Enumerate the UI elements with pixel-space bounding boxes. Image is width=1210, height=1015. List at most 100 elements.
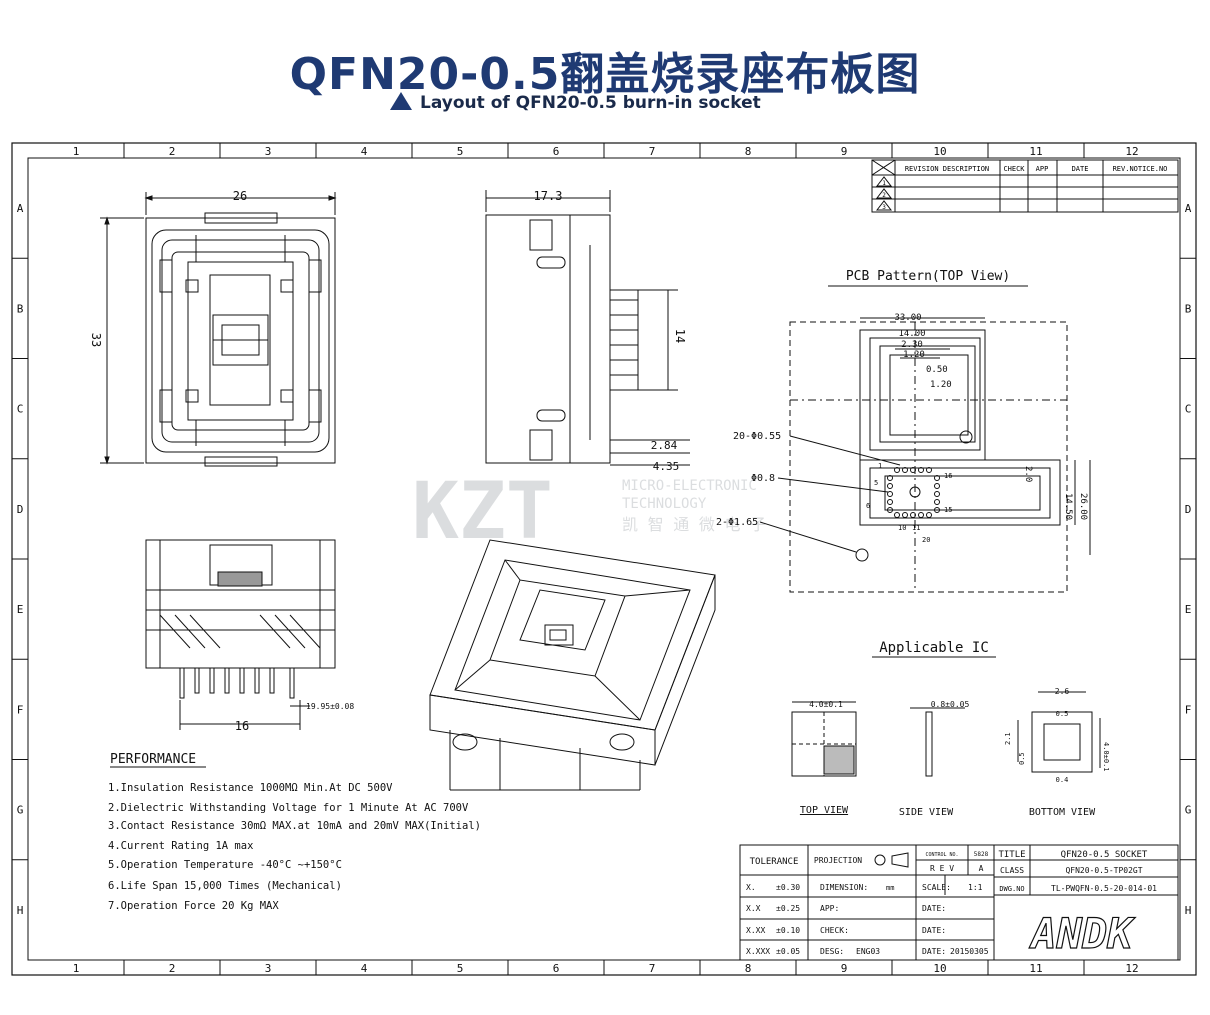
tb-tol-1-val: ±0.25 [776,904,800,913]
grid-ticks [12,143,1196,975]
grid-row-label-left: G [17,804,24,817]
pcb-dim-2: 2.30 [901,340,923,350]
tb-rev: R E V [930,864,954,873]
pcb-dim-6: 2.0 [1023,466,1033,482]
tb-projection: PROJECTION [814,856,862,865]
rev-row-2: 2 [882,192,886,199]
pcb-pin-1: 1 [878,462,882,470]
pcb-dim-3: 1.20 [903,350,925,360]
tb-control: CONTROL NO. [925,852,958,858]
ic-bottom-dim-4: 4.0±0.1 [1102,742,1110,772]
pcb-pin-15: 15 [944,506,952,514]
side-view-d1: 2.84 [651,439,678,452]
socket-top-view: 26 33 [89,189,337,467]
tb-control-code: 5828 [974,851,989,858]
pcb-dim-0: 33.00 [894,313,921,323]
tb-tol-1-label: X.X [746,904,761,913]
watermark: KZT MICRO-ELECTRONIC TECHNOLOGY 凯 智 通 微 … [412,467,766,557]
rev-header-check: CHECK [1003,165,1025,173]
page-title: QFN20-0.5翻盖烧录座布板图 [289,49,921,100]
tb-class-label: CLASS [1000,866,1024,875]
tb-app: APP: [820,904,839,913]
rev-header-date: DATE [1072,165,1089,173]
ic-bottom-dim-1: 0.5 [1056,710,1069,718]
ic-side-dim: 0.8±0.05 [931,700,970,709]
tb-class-val: QFN20-0.5-TP02GT [1065,866,1142,875]
socket-front-view: 19.95±0.08 16 [145,539,354,733]
tb-tol-3-val: ±0.05 [776,947,800,956]
front-view-span: 16 [235,719,249,733]
grid-row-label-right: F [1185,703,1192,716]
grid-row-label-left: D [17,503,24,516]
ic-bottom-dim-3: 0.5 [1018,752,1026,765]
tb-title-val: QFN20-0.5 SOCKET [1061,850,1148,860]
pcb-title: PCB Pattern(TOP View) [846,269,1010,284]
rev-row-3: 3 [882,204,886,211]
grid-row-label-left: B [17,302,24,315]
grid-row-label-left: H [17,904,24,917]
title-block: TOLERANCE X. ±0.30 X.X ±0.25 X.XX ±0.10 … [739,844,1179,961]
tb-dimension: DIMENSION: [820,883,868,892]
ic-bottom-dim-5: 0.4 [1056,776,1069,784]
grid-col-label-top: 12 [1125,145,1138,158]
pcb-pin-10: 10 [898,524,906,532]
ic-bottom-view-label: BOTTOM VIEW [1029,807,1096,818]
tb-tol-2-label: X.XX [746,926,765,935]
side-view-d2: 4.35 [653,460,680,473]
grid-col-label-bottom: 3 [265,962,272,975]
andk-logo: ANDK [1028,909,1136,958]
socket-isometric-view [429,539,716,791]
socket-side-view: 17.3 14 2.84 4.35 [485,189,690,473]
grid-row-label-left: C [17,403,24,416]
grid-row-label-right: B [1185,302,1192,315]
performance-item-2: 2.Dielectric Withstanding Voltage for 1 … [108,802,469,814]
pcb-dim-4: 0.50 [926,365,948,375]
tb-desg-val: ENG03 [856,947,880,956]
tb-scale: SCALE: [922,883,951,892]
watermark-line2: TECHNOLOGY [622,496,707,512]
performance-item-7: 7.Operation Force 20 Kg MAX [108,900,279,912]
tb-desg: DESG: [820,947,844,956]
grid-col-label-top: 3 [265,145,272,158]
grid-row-label-left: A [17,202,24,215]
grid-row-label-right: C [1185,403,1192,416]
watermark-logo: KZT [412,467,553,557]
pcb-callout-mount-hole: 2-Φ1.65 [716,517,758,528]
tb-check-date: DATE: [922,926,946,935]
watermark-line1: MICRO-ELECTRONIC [622,478,757,494]
revision-table: REVISION DESCRIPTION CHECK APP DATE REV.… [871,159,1179,213]
grid-row-label-right: H [1185,904,1192,917]
grid-col-label-bottom: 8 [745,962,752,975]
grid-col-label-bottom: 10 [933,962,946,975]
grid-col-label-top: 11 [1029,145,1042,158]
tb-tolerance: TOLERANCE [750,857,799,867]
front-view-pitch: 19.95±0.08 [306,702,354,711]
grid-col-label-top: 2 [169,145,176,158]
pcb-dim-7: 14.50 [1063,493,1073,520]
rev-row-1: 1 [882,180,886,187]
top-view-width-dim: 26 [233,189,247,203]
pcb-pin-11: 11 [912,524,920,532]
tb-dimension-val: mm [886,884,894,892]
grid-row-label-right: E [1185,603,1192,616]
grid-col-label-top: 4 [361,145,368,158]
tb-rev-val: A [979,864,984,873]
triangle-icon [390,92,412,110]
tb-dwg-val: TL-PWQFN-0.5-20-014-01 [1051,884,1157,893]
performance-item-1: 1.Insulation Resistance 1000MΩ Min.At DC… [108,782,393,794]
grid-col-label-top: 7 [649,145,656,158]
grid-col-label-bottom: 11 [1029,962,1042,975]
pcb-dim-1: 14.00 [898,329,925,339]
pcb-pin-5: 5 [874,479,878,487]
ic-side-view-label: SIDE VIEW [899,807,954,818]
grid-col-label-top: 9 [841,145,848,158]
performance-title: PERFORMANCE [110,752,196,767]
pcb-pattern: PCB Pattern(TOP View) 33.00 14.00 2.30 1… [716,269,1091,593]
pcb-callout-pin-hole: 20-Φ0.55 [733,431,781,442]
tb-date-val: 20150305 [950,947,989,956]
performance-item-3: 3.Contact Resistance 30mΩ MAX.at 10mA an… [108,820,481,832]
performance-item-4: 4.Current Rating 1A max [108,840,253,852]
pcb-dim-8: 26.00 [1078,493,1088,520]
grid-col-label-bottom: 1 [73,962,80,975]
